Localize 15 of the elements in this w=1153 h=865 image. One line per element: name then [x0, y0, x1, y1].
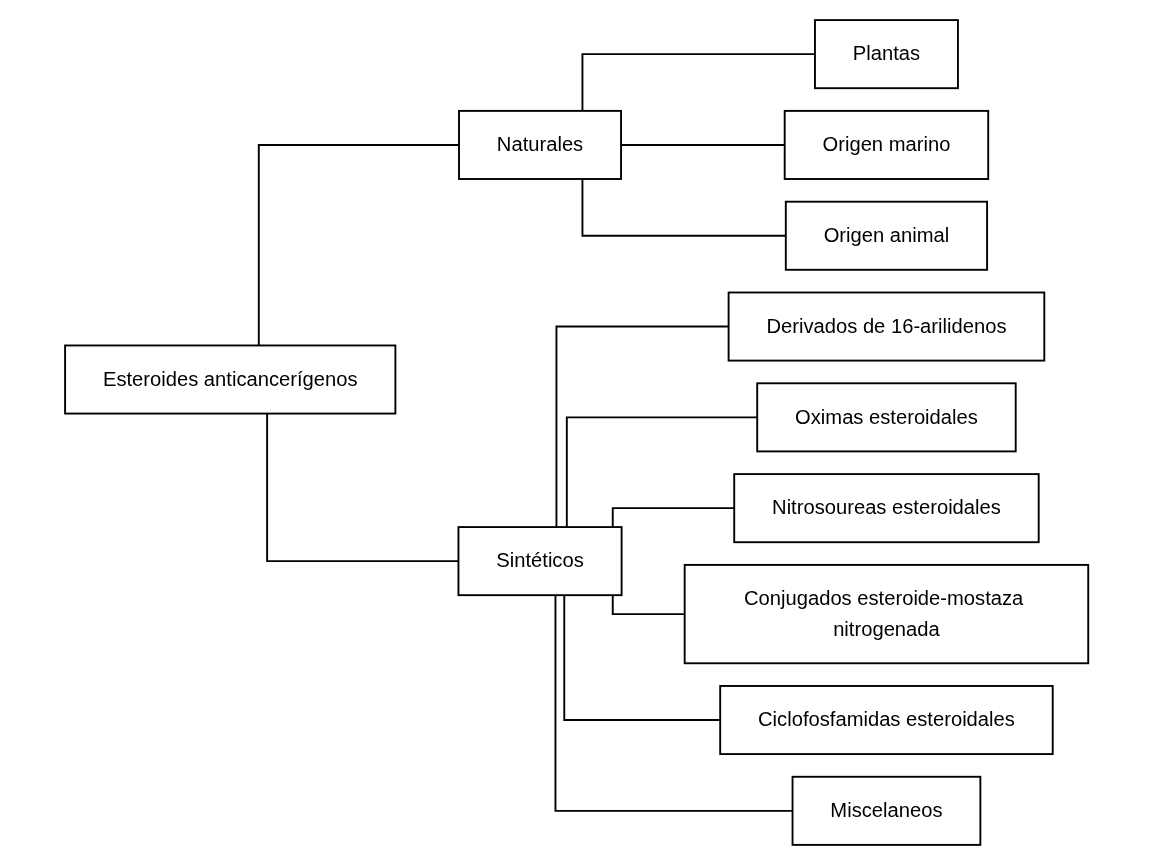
connector — [611, 507, 735, 529]
node-box: Origen marino — [783, 109, 989, 180]
node-box: Ciclofosfamidas esteroidales — [719, 685, 1054, 756]
connector — [563, 594, 721, 721]
connector — [565, 416, 758, 529]
node-box: Derivados de 16-arilidenos — [727, 291, 1046, 362]
node-box: Esteroides anticancerígenos — [63, 344, 397, 415]
node-box: Miscelaneos — [791, 775, 982, 846]
node-box: Oximas esteroidales — [756, 382, 1017, 453]
node-box: Conjugados esteroide-mostaza nitrogenada — [683, 563, 1089, 665]
node-box: Sintéticos — [457, 526, 623, 597]
node-box: Plantas — [813, 19, 959, 90]
node-box: Naturales — [457, 109, 622, 180]
node-box: Origen animal — [784, 200, 988, 271]
node-box: Nitrosoureas esteroidales — [733, 473, 1040, 544]
